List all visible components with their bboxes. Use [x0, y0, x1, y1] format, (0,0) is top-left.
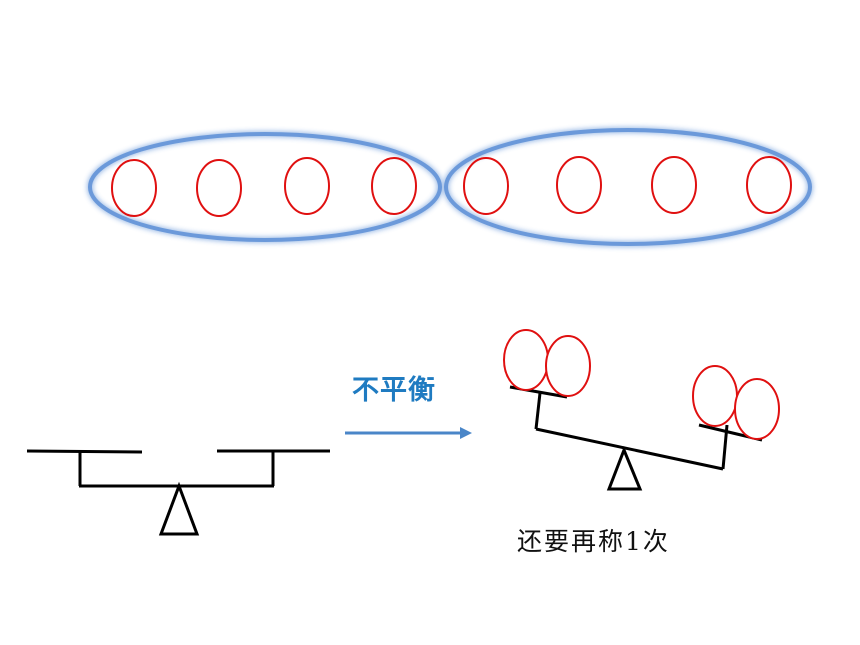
unbalanced-label: 不平衡 [352, 375, 436, 406]
ball [692, 365, 738, 427]
ball [503, 329, 549, 391]
scale-pan-left [26, 449, 143, 454]
balls-row [111, 156, 792, 217]
ball [111, 159, 157, 217]
ball [371, 157, 417, 215]
ball [463, 157, 509, 215]
ball [651, 156, 697, 214]
scale-beam [535, 427, 724, 471]
scale-fulcrum [606, 445, 643, 491]
group-ellipse-right [444, 128, 812, 246]
weigh-again-note: 还要再称1次 [517, 527, 670, 556]
scale-fulcrum [158, 481, 200, 536]
group-ellipse-left [88, 132, 442, 242]
arrow-right [345, 427, 472, 439]
ball [734, 378, 780, 440]
ball [556, 156, 602, 214]
balanced-scale [26, 449, 330, 536]
tilted-scale-balls [503, 329, 780, 440]
ball [284, 157, 330, 215]
ball [545, 335, 591, 397]
ball [196, 159, 242, 217]
ball [746, 156, 792, 214]
scale-post-left [534, 392, 542, 430]
